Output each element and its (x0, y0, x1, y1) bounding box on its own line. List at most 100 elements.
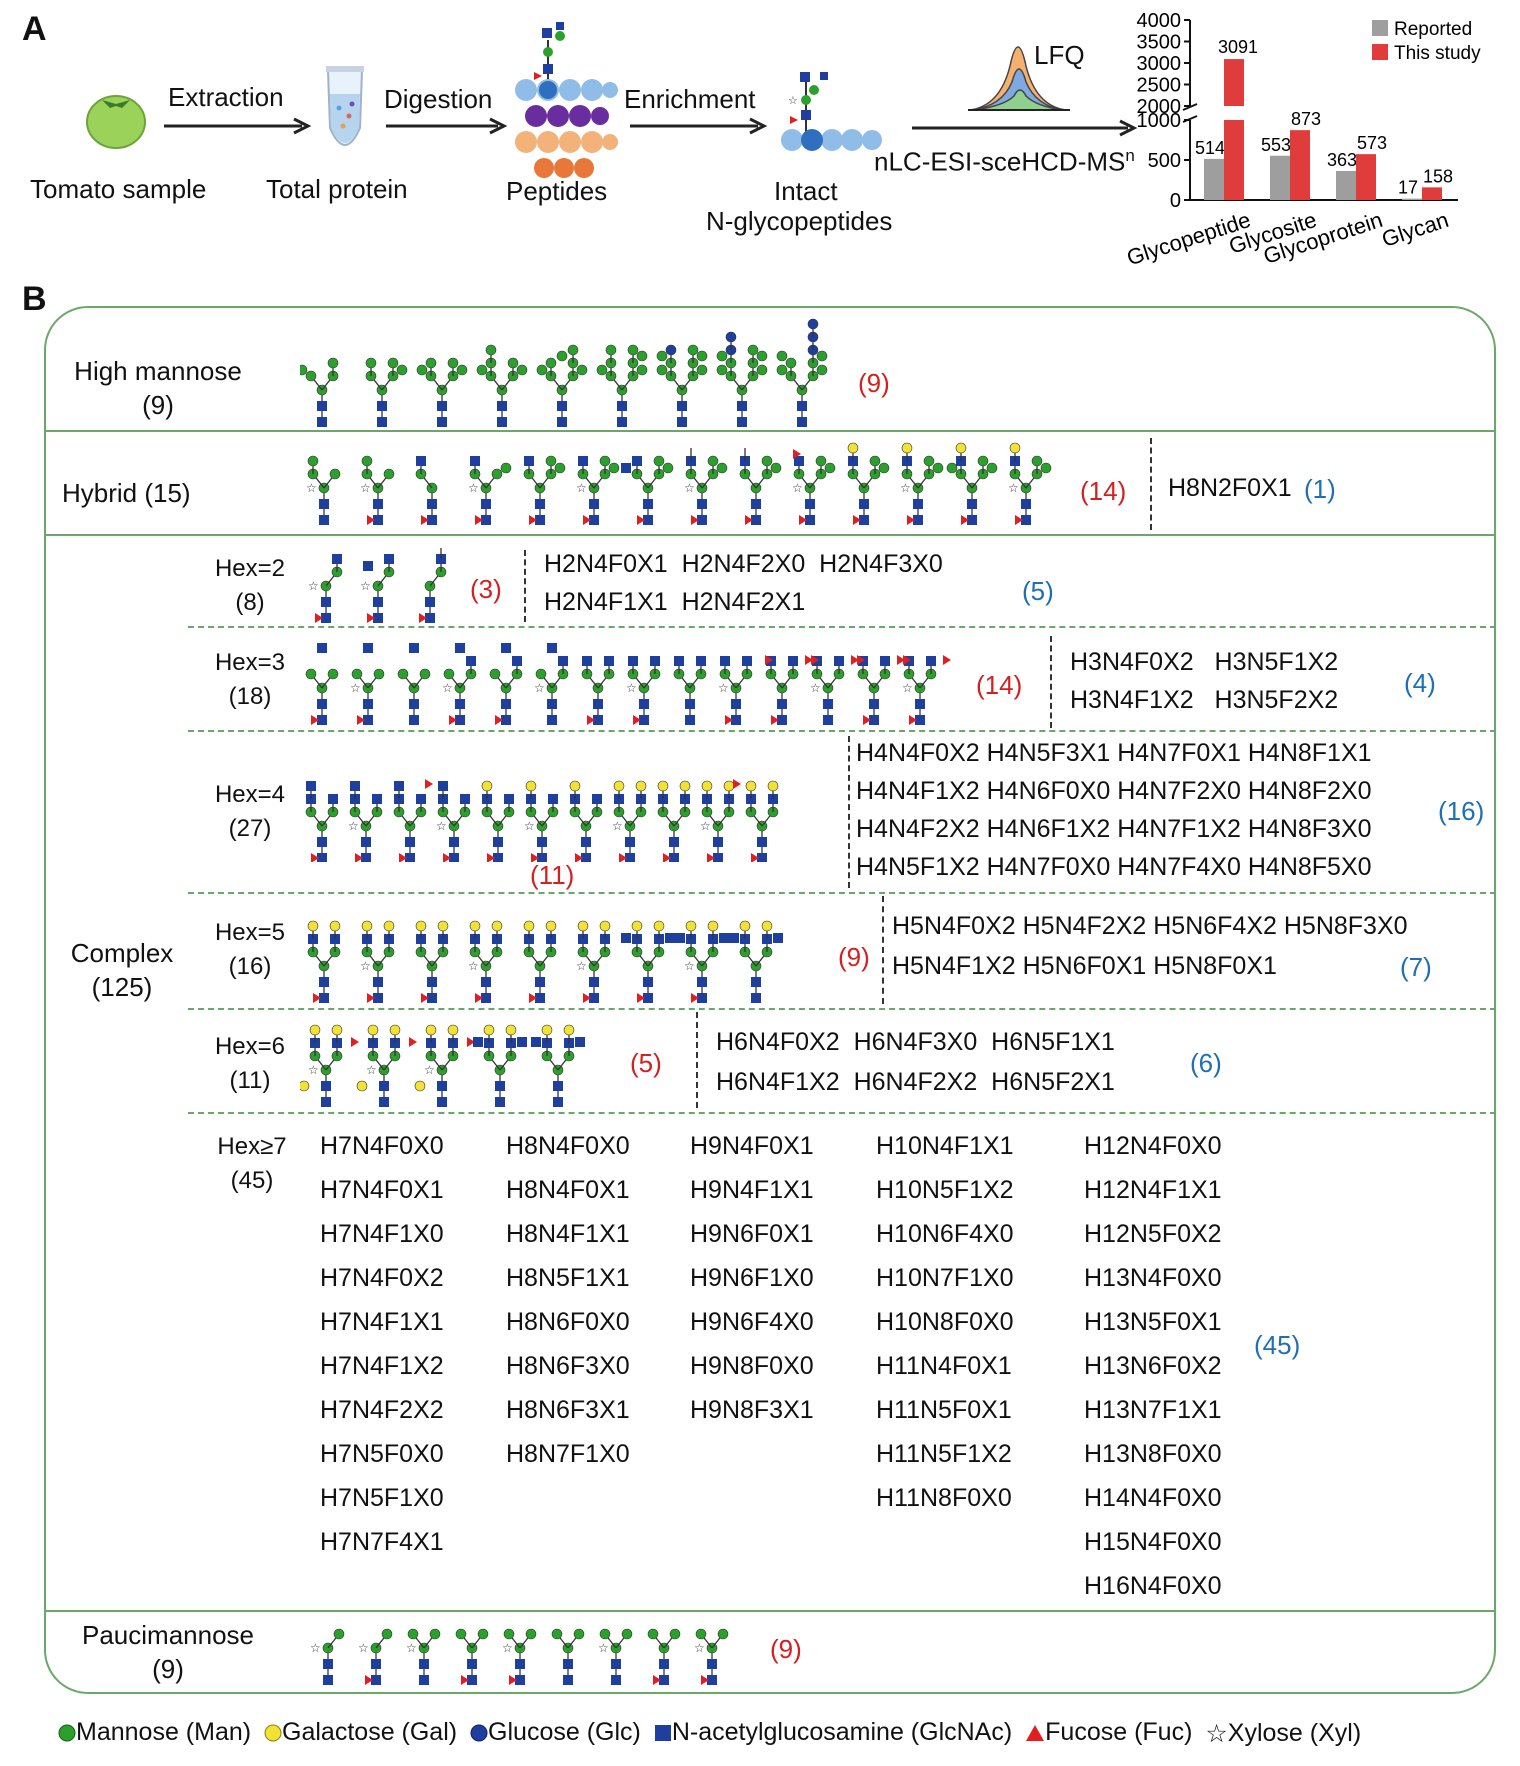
fucose-icon (475, 993, 483, 1003)
xylose-icon: ☆ (684, 959, 695, 973)
glcnac-icon (547, 643, 557, 653)
hex5-drawn-count: (9) (838, 942, 870, 972)
glcnac-icon (317, 401, 327, 411)
glcnac-icon (553, 1081, 563, 1091)
glcnac-icon (707, 1675, 717, 1685)
glcnac-icon (363, 561, 373, 571)
glcnac-icon (515, 1659, 525, 1669)
fucose-icon (529, 993, 537, 1003)
galactose-icon (599, 920, 611, 932)
fucose-icon (357, 715, 365, 725)
fucose-icon (805, 655, 813, 665)
hex7-composition: H8N6F3X1 (506, 1396, 630, 1424)
mannose-icon (373, 668, 385, 680)
sep-hex6-hex7 (188, 1112, 1496, 1114)
glcnac-icon (317, 643, 327, 653)
galactose-icon (701, 780, 713, 792)
hex7-composition: H10N6F4X0 (876, 1220, 1014, 1248)
glycan-structure (536, 344, 588, 427)
mannose-icon (305, 668, 317, 680)
mannose-icon (716, 350, 728, 362)
glcnac-icon (788, 656, 798, 666)
xylose-icon: ☆ (718, 681, 729, 695)
mannose-icon (923, 455, 935, 467)
glcnac-icon (589, 993, 599, 1003)
glycan-structure (415, 920, 449, 1003)
glycan-structure: ☆ (468, 456, 512, 525)
mannose-icon (1031, 455, 1043, 467)
glcnac-icon (773, 933, 783, 943)
extraction-label: Extraction (168, 82, 284, 112)
glcnac-icon (449, 837, 459, 847)
glcnac-icon (373, 993, 383, 1003)
hex4-label: Hex=4(27) (214, 781, 286, 842)
glcnac-icon (578, 456, 588, 466)
fucose-icon (409, 1037, 417, 1047)
glcnac-icon (589, 977, 599, 987)
galactose-icon (631, 920, 643, 932)
glycan-structure: ☆ (360, 554, 395, 623)
hex7-composition: H11N4F0X1 (876, 1352, 1012, 1380)
panel-b-letter: B (22, 280, 47, 318)
glycan-structure: ☆ (310, 1628, 345, 1685)
hex6-glycans: ☆☆☆ (300, 1024, 585, 1107)
legend-xylose: ☆ Xylose (Xyl) (1205, 1719, 1362, 1748)
glcnac-icon (611, 1659, 621, 1669)
glcnac-icon (913, 499, 923, 509)
glcnac-icon (665, 933, 675, 943)
fucose-icon (637, 993, 645, 1003)
glcnac-icon (777, 699, 787, 709)
glcnac-icon (449, 853, 459, 862)
mannose-icon (425, 357, 437, 369)
fucose-icon (365, 1675, 373, 1685)
xylose-icon: ☆ (810, 681, 821, 695)
xylose-icon: ☆ (1205, 1719, 1228, 1748)
hex4-other-count: (16) (1438, 796, 1485, 826)
mannose-icon (669, 1628, 681, 1640)
glycan-structure (419, 548, 447, 623)
glycan-structure: ☆ (308, 554, 343, 623)
glcnac-icon (512, 656, 522, 666)
mannose-icon (455, 1628, 467, 1640)
glcnac-icon (604, 656, 614, 666)
xylose-icon: ☆ (366, 1063, 377, 1077)
xylose-icon: ☆ (684, 481, 695, 495)
glycan-structure: ☆ (358, 1628, 393, 1685)
legend-swatch (1372, 20, 1388, 36)
mannose-icon (573, 1628, 585, 1640)
galactose-icon (685, 920, 697, 932)
galactose-icon (523, 920, 535, 932)
mannose-icon (716, 462, 728, 474)
galactose-icon (505, 1024, 517, 1036)
bar-value-label: 873 (1291, 109, 1321, 129)
glcnac-icon (654, 1724, 671, 1741)
glcnac-icon (323, 1659, 333, 1669)
mannose-icon (477, 1628, 489, 1640)
fucose-icon (701, 1675, 709, 1685)
mannose-icon (554, 462, 566, 474)
fucose-icon (367, 993, 375, 1003)
mannose-icon (647, 1628, 659, 1640)
xylose-icon: ☆ (406, 1641, 417, 1655)
tomato-sample-label: Tomato sample (30, 174, 207, 204)
fucose-icon (751, 853, 759, 862)
hex7-composition: H8N5F1X1 (506, 1264, 630, 1292)
glcnac-icon (379, 1097, 389, 1107)
galactose-icon (483, 1024, 495, 1036)
mannose-icon (396, 364, 408, 376)
hex5-row2: H5N4F1X2 H5N6F0X1 H5N8F0X1 (892, 952, 1277, 980)
glcnac-icon (720, 656, 730, 666)
mannose-icon (507, 357, 519, 369)
glycan-structure: ☆ (348, 781, 383, 862)
glcnac-icon (501, 715, 511, 725)
y-tick-label: 500 (1148, 150, 1181, 172)
glucose-icon (470, 1724, 488, 1741)
glcnac-icon (751, 977, 761, 987)
mannose-icon (695, 1628, 707, 1640)
mannose-icon (986, 462, 998, 474)
glycan-structure (581, 656, 615, 725)
mannose-icon (397, 668, 409, 680)
fucose-icon (583, 993, 591, 1003)
galactose-icon (425, 1024, 437, 1036)
